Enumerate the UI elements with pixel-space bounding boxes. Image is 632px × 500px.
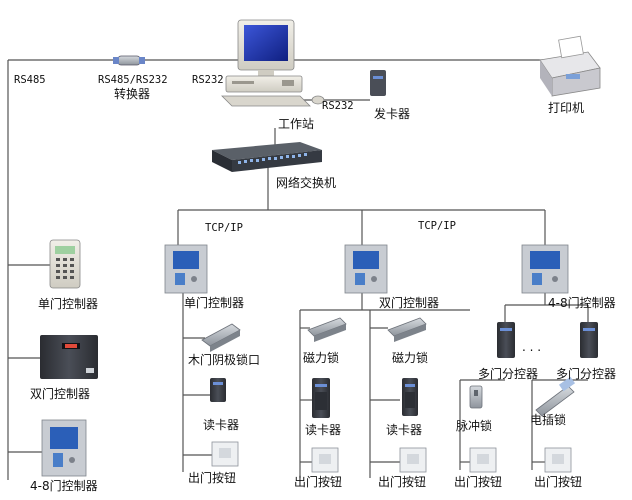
exit-button-icon xyxy=(469,447,497,473)
exit-button-icon xyxy=(311,447,339,473)
tcpip-left-label: TCP/IP xyxy=(205,222,243,234)
workstation-label: 工作站 xyxy=(278,117,314,131)
converter-label-line1: RS485/RS232 xyxy=(98,74,168,86)
tcpip-right-label: TCP/IP xyxy=(418,220,456,232)
col1-exit-label: 出门按钮 xyxy=(188,470,236,485)
col1-controller-label: 单门控制器 xyxy=(184,295,244,310)
controller-box-col3 xyxy=(344,244,388,294)
left-double-door-label: 双门控制器 xyxy=(30,386,90,401)
printer-label: 打印机 xyxy=(548,101,584,115)
card-reader-icon xyxy=(210,378,226,402)
col3-controller-label: 双门控制器 xyxy=(379,295,439,310)
rs485-label: RS485 xyxy=(14,74,46,86)
col3-reader-label: 读卡器 xyxy=(386,423,422,437)
col1-lock-label: 木门阴极锁口 xyxy=(188,352,260,367)
printer-icon xyxy=(539,35,601,97)
col2-reader-label: 读卡器 xyxy=(305,423,341,437)
network-switch-icon xyxy=(212,142,322,172)
double-door-controller-icon xyxy=(40,335,98,379)
magnetic-lock-icon xyxy=(387,317,427,342)
switch-label: 网络交换机 xyxy=(276,175,336,190)
controller-box-col4 xyxy=(521,244,569,294)
col4-lock1-label: 脉冲锁 xyxy=(456,418,492,433)
exit-button-icon xyxy=(399,447,427,473)
col4-exit1-label: 出门按钮 xyxy=(454,474,502,489)
controller-box-col1 xyxy=(164,244,208,294)
col3-lock-label: 磁力锁 xyxy=(392,350,428,365)
rs232-pc-label: RS232 xyxy=(192,74,224,86)
col2-exit-label: 出门按钮 xyxy=(294,474,342,489)
left-4-8-door-label: 4-8门控制器 xyxy=(30,478,98,493)
pulse-lock-icon xyxy=(469,385,483,409)
exit-button-icon xyxy=(211,441,239,467)
controller-box-icon xyxy=(41,419,87,477)
desktop-computer-icon xyxy=(221,19,325,107)
col4-exit2-label: 出门按钮 xyxy=(534,474,582,489)
col4-controller-label: 4-8门控制器 xyxy=(548,295,616,310)
magnetic-lock-icon xyxy=(307,317,347,342)
col3-exit-label: 出门按钮 xyxy=(378,474,426,489)
col4-sub2-label: 多门分控器 xyxy=(556,366,616,381)
col2-lock-label: 磁力锁 xyxy=(303,350,339,365)
electric-bolt-lock-icon xyxy=(535,376,576,417)
sub-controller-icon xyxy=(497,322,515,358)
sub-controller-icon xyxy=(580,322,598,358)
col4-ellipsis: . . . xyxy=(522,340,541,354)
col1-reader-label: 读卡器 xyxy=(203,418,239,432)
col4-lock2-label: 电插锁 xyxy=(530,412,566,427)
card-issuer-label: 发卡器 xyxy=(374,106,410,121)
keypad-controller-icon xyxy=(49,239,81,289)
card-reader-icon xyxy=(312,378,330,418)
card-reader-icon xyxy=(402,378,418,416)
exit-button-icon xyxy=(544,447,572,473)
cathode-lock-icon xyxy=(201,323,241,352)
rs232-reader-label: RS232 xyxy=(322,100,354,112)
converter-label-line2: 转换器 xyxy=(114,86,150,101)
rs485-converter-icon xyxy=(113,55,145,66)
card-issuer-icon xyxy=(370,70,386,96)
col4-sub1-label: 多门分控器 xyxy=(478,366,538,381)
left-single-door-label: 单门控制器 xyxy=(38,296,98,311)
